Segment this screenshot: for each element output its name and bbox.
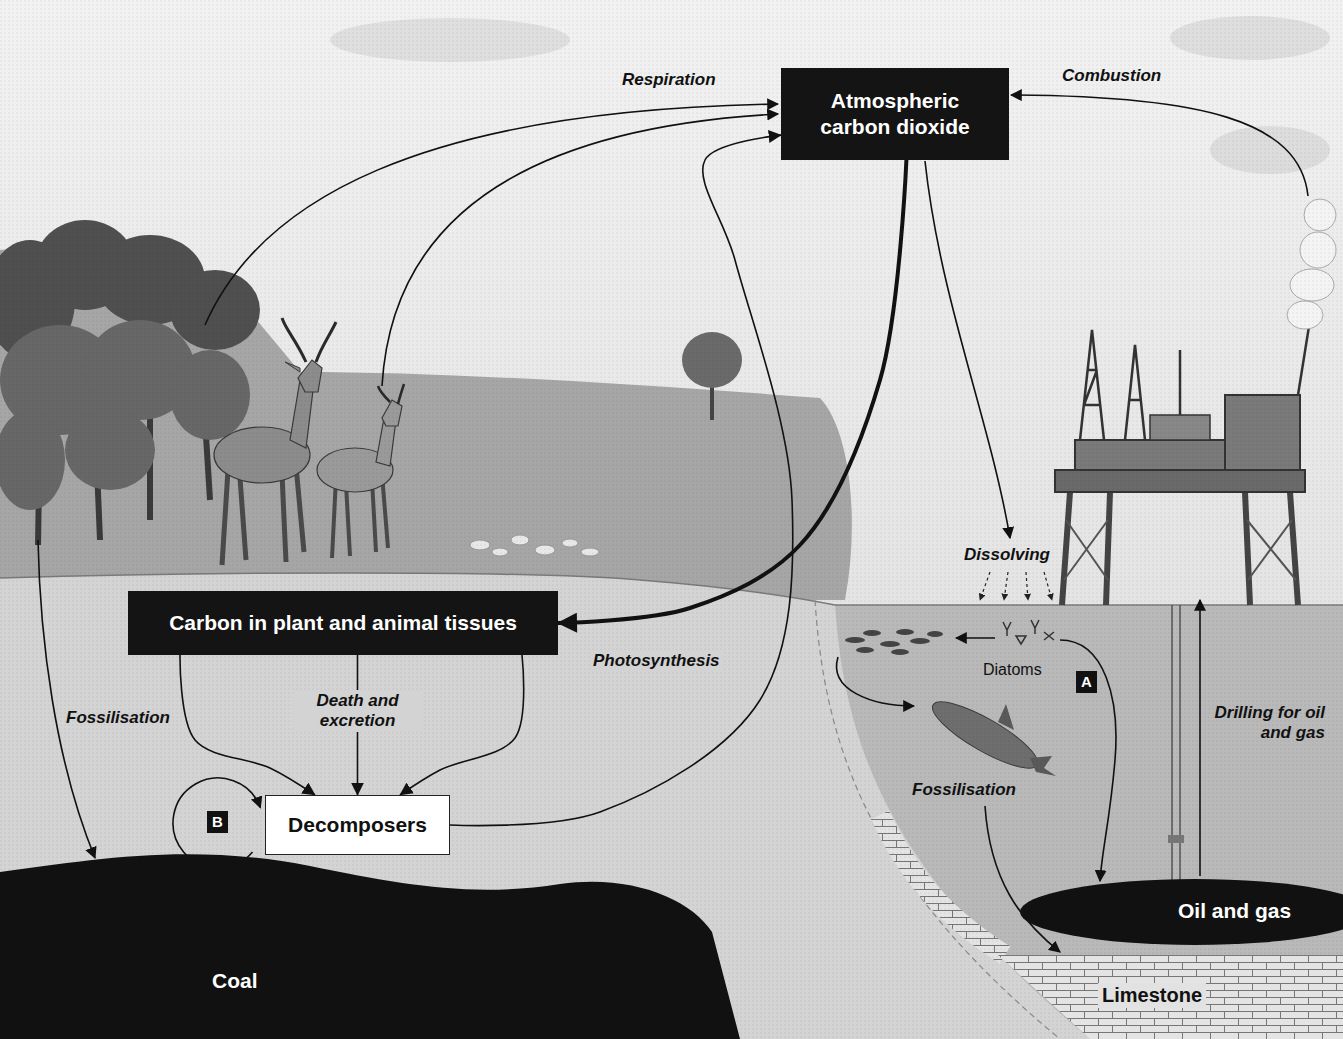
- connectors: [180, 135, 906, 825]
- edge-label: Death and excretion: [293, 690, 423, 732]
- process-label: Fossilisation: [66, 708, 170, 728]
- process-box: Decomposers: [265, 795, 450, 855]
- process-label: Dissolving: [964, 545, 1050, 565]
- coal-deposit: Coal: [0, 840, 740, 1039]
- node-outline: [0, 840, 740, 1039]
- process-label: Drilling for oil and gas: [1210, 703, 1325, 743]
- process-label: Fossilisation: [912, 780, 1016, 800]
- node-text: Coal: [212, 968, 258, 994]
- node-outline: [1010, 875, 1343, 950]
- edge-label: Photosynthesis: [590, 650, 723, 672]
- reservoir-shape: [1020, 879, 1343, 945]
- limestone-shape: [998, 955, 1343, 1039]
- node-text: Decomposers: [288, 812, 427, 838]
- callout-letter: A: [1076, 671, 1097, 693]
- process-label: Combustion: [1062, 66, 1161, 86]
- process-label: Respiration: [622, 70, 716, 90]
- node-text: Carbon in plant and animal tissues: [169, 610, 517, 636]
- node-text: Oil and gas: [1178, 898, 1291, 924]
- limestone-layer: Limestone: [860, 955, 1343, 1039]
- organism-label: Diatoms: [983, 660, 1042, 680]
- carbon-store-box: Atmospheric carbon dioxide: [781, 68, 1009, 160]
- node-text: Atmospheric carbon dioxide: [801, 88, 989, 141]
- oil-gas-reservoir: Oil and gas: [1010, 875, 1343, 950]
- flow-connector: [450, 135, 793, 825]
- callout-letter: B: [207, 811, 228, 833]
- coal-shape: [0, 854, 740, 1039]
- node-text: Limestone: [1098, 983, 1206, 1008]
- flow-connector: [558, 160, 906, 623]
- carbon-store-box: Carbon in plant and animal tissues: [128, 591, 558, 655]
